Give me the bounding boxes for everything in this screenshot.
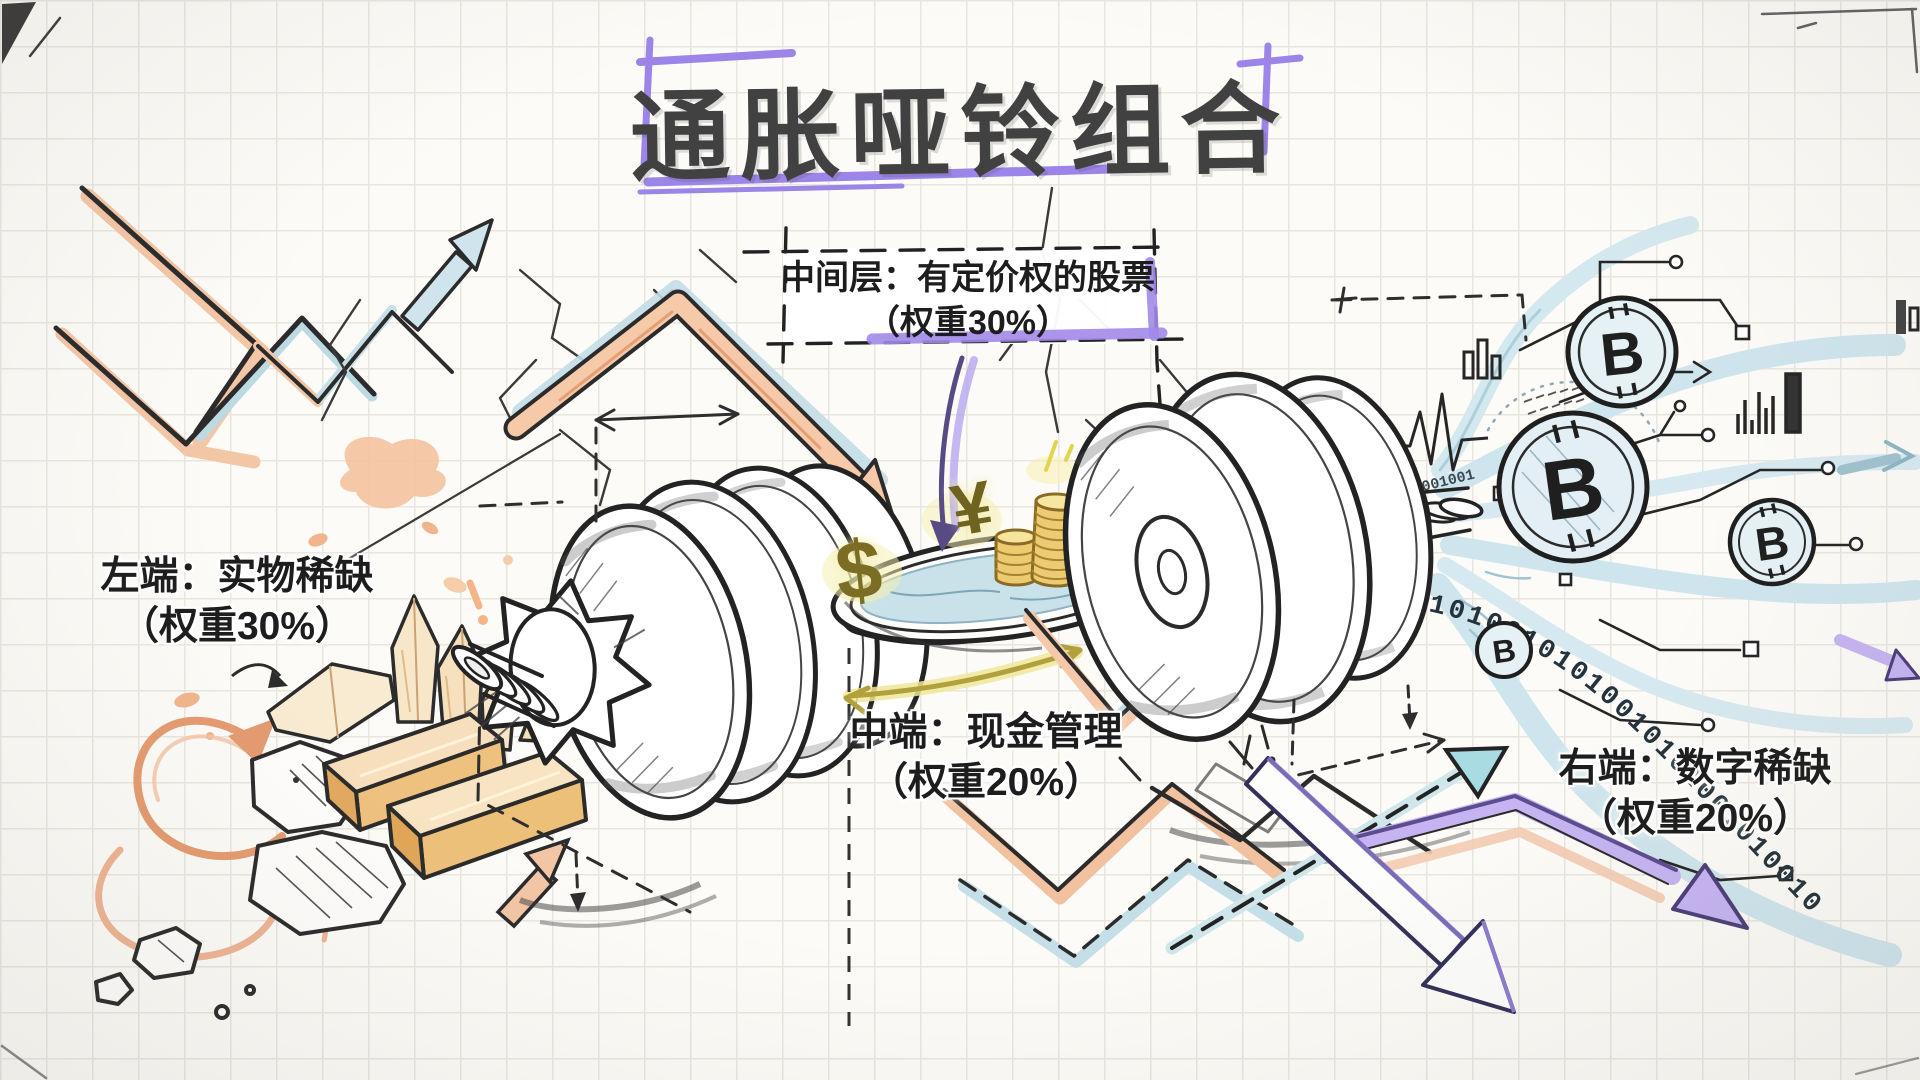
label-middle-cash-line1: 中端：现金管理 — [849, 711, 1123, 754]
label-middle-layer-line2: （权重30%） — [865, 303, 1071, 342]
pricing-power-callout-box — [742, 226, 1188, 434]
svg-text:B: B — [1752, 515, 1792, 571]
svg-text:B: B — [1597, 318, 1647, 389]
page-title: 通胀哑铃组合 — [629, 73, 1291, 195]
label-middle-cash-line2: （权重20%） — [868, 760, 1104, 804]
dumbbell-right-plates — [1062, 371, 1434, 742]
label-middle-cash: 中端：现金管理 （权重20%） — [849, 708, 1122, 808]
svg-text:B: B — [1537, 437, 1610, 539]
label-middle-layer-line1: 中间层：有定价权的股票 — [781, 259, 1155, 297]
hatched-decline-arrow — [1244, 756, 1516, 1014]
callout-pointer-arrow — [930, 355, 978, 552]
gold-bars-icon — [322, 685, 588, 880]
dumbbell-threaded-bolt — [450, 642, 560, 728]
edge-blue-arrow — [1837, 440, 1917, 475]
bottomright-trend-zigzags — [941, 724, 1433, 968]
bitcoin-icon: B — [1496, 410, 1650, 564]
bitcoin-icon: B — [1475, 621, 1533, 679]
dumbbell-left-plates — [547, 463, 930, 821]
label-left-end-line2: （权重30%） — [119, 604, 355, 648]
dollar-icon: $ — [831, 522, 887, 619]
purple-ribbon-arrow — [1343, 634, 1920, 930]
bitcoin-icon: B — [1727, 497, 1817, 587]
svg-text:B: B — [1490, 632, 1518, 671]
topleft-trend-zigzags — [53, 185, 454, 469]
label-middle-layer: 中间层：有定价权的股票 （权重30%） — [781, 256, 1155, 346]
teal-rising-arrow — [1165, 745, 1510, 955]
paint-splashes — [174, 436, 513, 740]
up-arrow-icon — [400, 218, 494, 332]
label-left-end: 左端：实物稀缺 （权重30%） — [100, 552, 373, 652]
dumbbell-collar-nut — [464, 578, 652, 766]
dumbbell-right-screw — [1406, 486, 1484, 540]
dimension-lines-left — [476, 404, 740, 914]
label-right-end-line2: （权重20%） — [1577, 796, 1813, 840]
title-accent-strokes — [636, 36, 1304, 195]
label-right-end-line1: 右端：数字稀缺 — [1558, 747, 1832, 790]
mini-bar-charts — [1462, 300, 1920, 434]
label-right-end: 右端：数字稀缺 （权重20%） — [1558, 744, 1831, 844]
bitcoin-icon: B — [1565, 295, 1679, 409]
label-left-end-line1: 左端：实物稀缺 — [100, 555, 374, 598]
left-dumbbell-shadow — [500, 842, 760, 936]
